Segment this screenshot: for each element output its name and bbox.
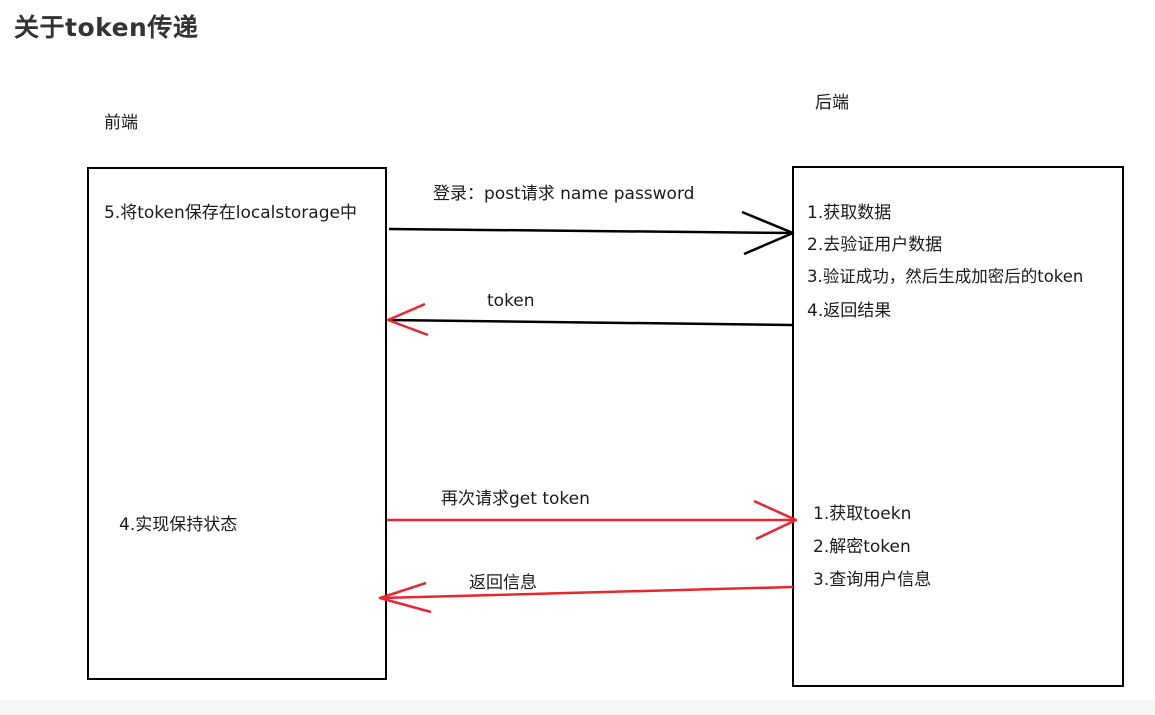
arrow-get-request-head bbox=[753, 499, 798, 541]
backend-request-step-2: 2.解密token bbox=[813, 537, 911, 557]
backend-request-step-3: 3.查询用户信息 bbox=[813, 570, 932, 590]
frontend-label: 前端 bbox=[104, 113, 138, 133]
backend-request-step-1: 1.获取toekn bbox=[813, 504, 912, 524]
message-get-request: 再次请求get token bbox=[441, 489, 590, 509]
backend-box bbox=[792, 166, 1124, 687]
arrow-token-response bbox=[386, 302, 793, 337]
backend-login-step-4: 4.返回结果 bbox=[807, 301, 892, 321]
backend-login-step-2: 2.去验证用户数据 bbox=[807, 235, 943, 255]
arrow-info-response-line bbox=[379, 585, 794, 600]
arrow-get-request bbox=[387, 499, 798, 541]
arrow-token-response-line bbox=[387, 318, 793, 327]
arrow-info-response-head bbox=[378, 581, 432, 614]
footer-band bbox=[0, 700, 1155, 715]
frontend-box bbox=[87, 167, 387, 680]
backend-login-step-3: 3.验证成功，然后生成加密后的token bbox=[807, 267, 1084, 286]
message-token-response: token bbox=[487, 291, 535, 311]
message-login-request: 登录：post请求 name password bbox=[433, 184, 695, 204]
backend-login-step-1: 1.获取数据 bbox=[807, 203, 892, 223]
backend-label: 后端 bbox=[815, 93, 849, 113]
frontend-note-save-token: 5.将token保存在localstorage中 bbox=[104, 203, 357, 223]
arrow-info-response bbox=[378, 581, 794, 614]
arrow-login-request bbox=[388, 210, 795, 256]
arrow-login-request-line bbox=[388, 227, 794, 235]
frontend-note-keep-state: 4.实现保持状态 bbox=[119, 515, 238, 535]
message-info-response: 返回信息 bbox=[469, 573, 537, 593]
arrow-login-request-head bbox=[741, 210, 795, 256]
arrow-token-response-head bbox=[386, 302, 429, 337]
page-title: 关于token传递 bbox=[14, 13, 199, 42]
